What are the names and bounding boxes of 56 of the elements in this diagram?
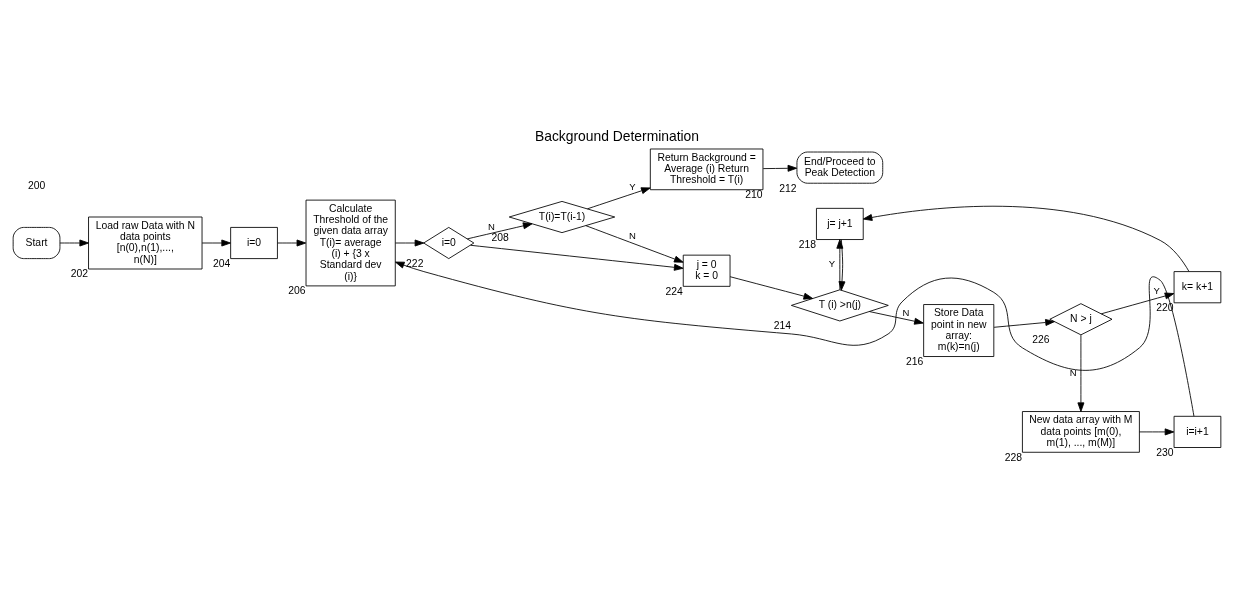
node-box: New data array with M data points [m(0), m(1), ..., m(M)]: [1022, 411, 1140, 453]
arrow: [59, 239, 89, 247]
arrow: [201, 239, 231, 247]
arrow: [993, 319, 1055, 328]
node-diamond: i=0: [423, 226, 475, 260]
node-box: Load raw Data with N data points [n(0),n(1),..., n(N)]: [88, 216, 203, 270]
arrow: [868, 311, 924, 325]
arrow: [470, 244, 684, 271]
arrow: [862, 205, 1190, 272]
arrow: [1077, 334, 1085, 412]
edge-label: N: [902, 306, 910, 318]
arrow: [585, 225, 684, 263]
node-label: 224: [665, 285, 683, 297]
node-label: 226: [1032, 334, 1050, 346]
node-box: k= k+1: [1173, 271, 1222, 304]
arrow: [466, 222, 533, 240]
edge-label: Y: [629, 180, 636, 192]
node-box: j= j+1: [816, 207, 864, 240]
node-label: 222: [406, 257, 424, 269]
node-box: Return Background = Average (i) Return Threshold = T(i): [649, 148, 764, 191]
edge-label: N: [1069, 366, 1077, 378]
node-box: i=0: [230, 226, 278, 260]
node-box: Start: [12, 226, 61, 260]
arrow: [1139, 428, 1175, 436]
node-label: 230: [1156, 446, 1174, 458]
node-box: Calculate Threshold of the given data array T(i)= average (i) + {3 x Standard dev (i)}: [305, 199, 396, 287]
node-label: 216: [905, 355, 924, 367]
edge-label: N: [487, 220, 495, 232]
node-diamond: N > j: [1049, 303, 1113, 336]
node-box: j = 0 k = 0: [682, 254, 731, 287]
node-label: 208: [491, 231, 509, 243]
node-box: Store Data point in new array: m(k)=n(j): [923, 304, 995, 357]
arrow: [587, 187, 651, 210]
node-label: 220: [1156, 302, 1174, 314]
arrow: [394, 261, 1195, 417]
node-label: 210: [745, 189, 763, 201]
edge-label: Y: [828, 258, 836, 270]
node-label: 204: [212, 257, 231, 269]
node-label: 206: [288, 285, 306, 297]
node-box: End/Proceed to Peak Detection: [796, 151, 884, 184]
label: 200: [27, 180, 46, 192]
node-box: i=i+1: [1173, 415, 1222, 448]
arrow: [277, 239, 307, 247]
arrow: [395, 239, 425, 247]
edge-label: Y: [1153, 284, 1160, 296]
diagram-title: Background Determination: [534, 128, 700, 145]
node-diamond: T(i)=T(i-1): [508, 201, 616, 234]
arrow: [762, 164, 798, 172]
node-label: 212: [779, 182, 797, 194]
node-label: 214: [773, 320, 792, 332]
node-label: 228: [1004, 451, 1022, 463]
edge-label: N: [629, 230, 636, 242]
node-label: 218: [798, 238, 816, 250]
arrow: [729, 276, 814, 300]
node-label: 202: [70, 268, 89, 280]
arrow: [1100, 292, 1175, 315]
